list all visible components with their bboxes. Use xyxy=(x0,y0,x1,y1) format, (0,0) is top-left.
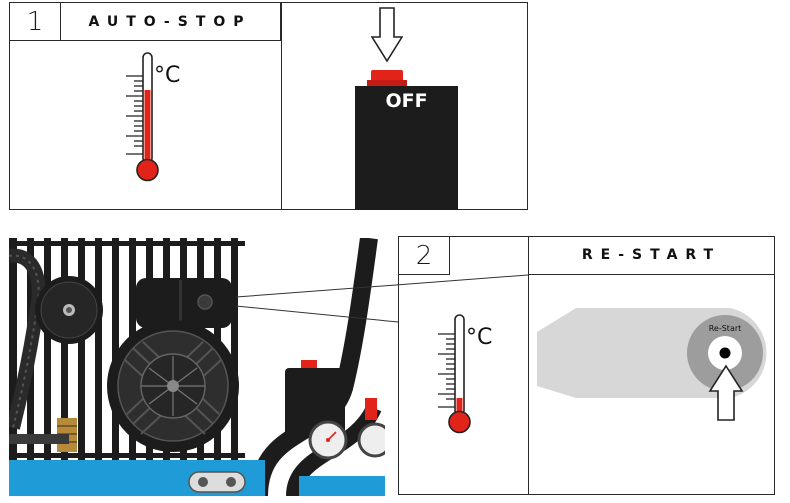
step1-title: AUTO-STOP xyxy=(60,2,281,41)
step2-temp-unit: °C xyxy=(466,325,493,350)
switch-red-cap-lip xyxy=(367,80,407,86)
up-arrow-icon xyxy=(708,364,744,421)
step2-divider xyxy=(528,236,529,495)
step1-number: 1 xyxy=(9,2,61,41)
step1-temp-unit: °C xyxy=(154,63,181,88)
down-arrow-icon xyxy=(371,7,403,63)
restart-button-label: Re-Start xyxy=(708,324,742,333)
thermometer-icon xyxy=(438,314,471,434)
thermometer-icon xyxy=(126,52,159,182)
step2-number: 2 xyxy=(398,236,450,275)
restart-housing xyxy=(537,308,767,398)
step1-divider xyxy=(281,2,282,210)
step2-title: RE-START xyxy=(528,236,775,275)
pressure-switch-icon xyxy=(355,86,458,210)
compressor-illustration xyxy=(9,238,385,496)
switch-off-label: OFF xyxy=(385,90,428,112)
